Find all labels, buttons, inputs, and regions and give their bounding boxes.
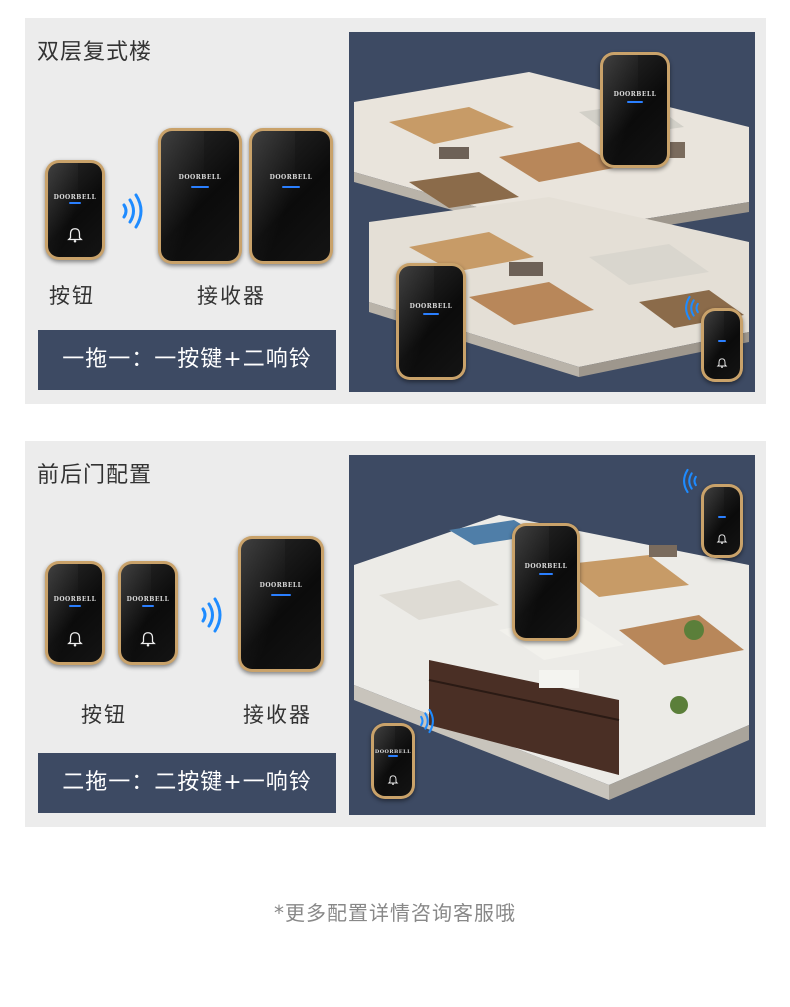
config-banner: 一拖一：一按键+二响铃 <box>38 330 336 390</box>
device-brand: DOORBELL <box>259 581 303 589</box>
button-label: 按钮 <box>81 703 127 727</box>
bell-icon <box>387 775 399 786</box>
led-indicator <box>141 605 155 608</box>
led-indicator <box>68 605 82 608</box>
downstairs-receiver-device: DOORBELL <box>396 263 466 380</box>
device-brand: DOORBELL <box>409 302 453 310</box>
led-indicator <box>717 515 727 518</box>
bell-icon <box>140 632 156 647</box>
device-brand: DOORBELL <box>524 562 568 570</box>
panel-title: 双层复式楼 <box>37 40 153 65</box>
receiver-device: DOORBELL <box>249 128 333 264</box>
front-door-button-device <box>701 484 743 558</box>
panel-title: 前后门配置 <box>37 463 153 488</box>
wifi-signal-icon <box>122 193 143 229</box>
device-brand: DOORBELL <box>126 596 170 604</box>
bell-icon <box>716 534 728 545</box>
device-brand: DOORBELL <box>53 596 97 604</box>
led-indicator <box>627 101 643 104</box>
led-indicator <box>190 185 210 188</box>
bell-icon <box>67 632 83 647</box>
led-indicator <box>388 755 398 758</box>
receiver-label: 接收器 <box>197 284 266 308</box>
receiver-label: 接收器 <box>243 703 312 727</box>
duplex-config-panel: 双层复式楼 DOORBELL DOORBELL DOORBELL 按钮 接收器 <box>25 18 766 404</box>
footer-note: *更多配置详情咨询客服哦 <box>274 901 516 925</box>
doorbell-button-device <box>701 308 743 382</box>
duplex-house-illustration: DOORBELL DOORBELL <box>349 32 755 392</box>
back-door-button-device: DOORBELL <box>371 723 415 799</box>
device-brand: DOORBELL <box>374 749 412 756</box>
doorbell-button-device: DOORBELL <box>45 160 105 260</box>
wifi-signal-icon <box>683 468 697 494</box>
bell-icon <box>67 227 83 243</box>
upstairs-receiver-device: DOORBELL <box>600 52 670 168</box>
front-back-door-config-panel: 前后门配置 DOORBELL DOORBELL DOORBELL <box>25 441 766 827</box>
config-banner: 二拖一：二按键+一响铃 <box>38 753 336 813</box>
wifi-signal-icon <box>685 295 699 321</box>
receiver-device: DOORBELL <box>238 536 324 672</box>
led-indicator <box>271 593 291 596</box>
led-indicator <box>717 339 727 342</box>
device-brand: DOORBELL <box>178 173 222 181</box>
device-brand: DOORBELL <box>613 91 657 99</box>
receiver-device: DOORBELL <box>158 128 242 264</box>
led-indicator <box>68 202 82 205</box>
bell-icon <box>716 358 728 369</box>
led-indicator <box>538 573 554 576</box>
led-indicator <box>423 312 439 315</box>
doorbell-button-device: DOORBELL <box>118 561 178 665</box>
wifi-signal-icon <box>201 597 222 633</box>
single-floor-house-illustration: DOORBELL DOORBELL <box>349 455 755 815</box>
wifi-signal-icon <box>420 708 434 734</box>
receiver-device: DOORBELL <box>512 523 580 641</box>
led-indicator <box>281 185 301 188</box>
house-3d-cutaway-image <box>354 515 749 800</box>
button-label: 按钮 <box>49 284 95 308</box>
device-brand: DOORBELL <box>53 194 97 202</box>
doorbell-button-device: DOORBELL <box>45 561 105 665</box>
device-brand: DOORBELL <box>269 173 313 181</box>
